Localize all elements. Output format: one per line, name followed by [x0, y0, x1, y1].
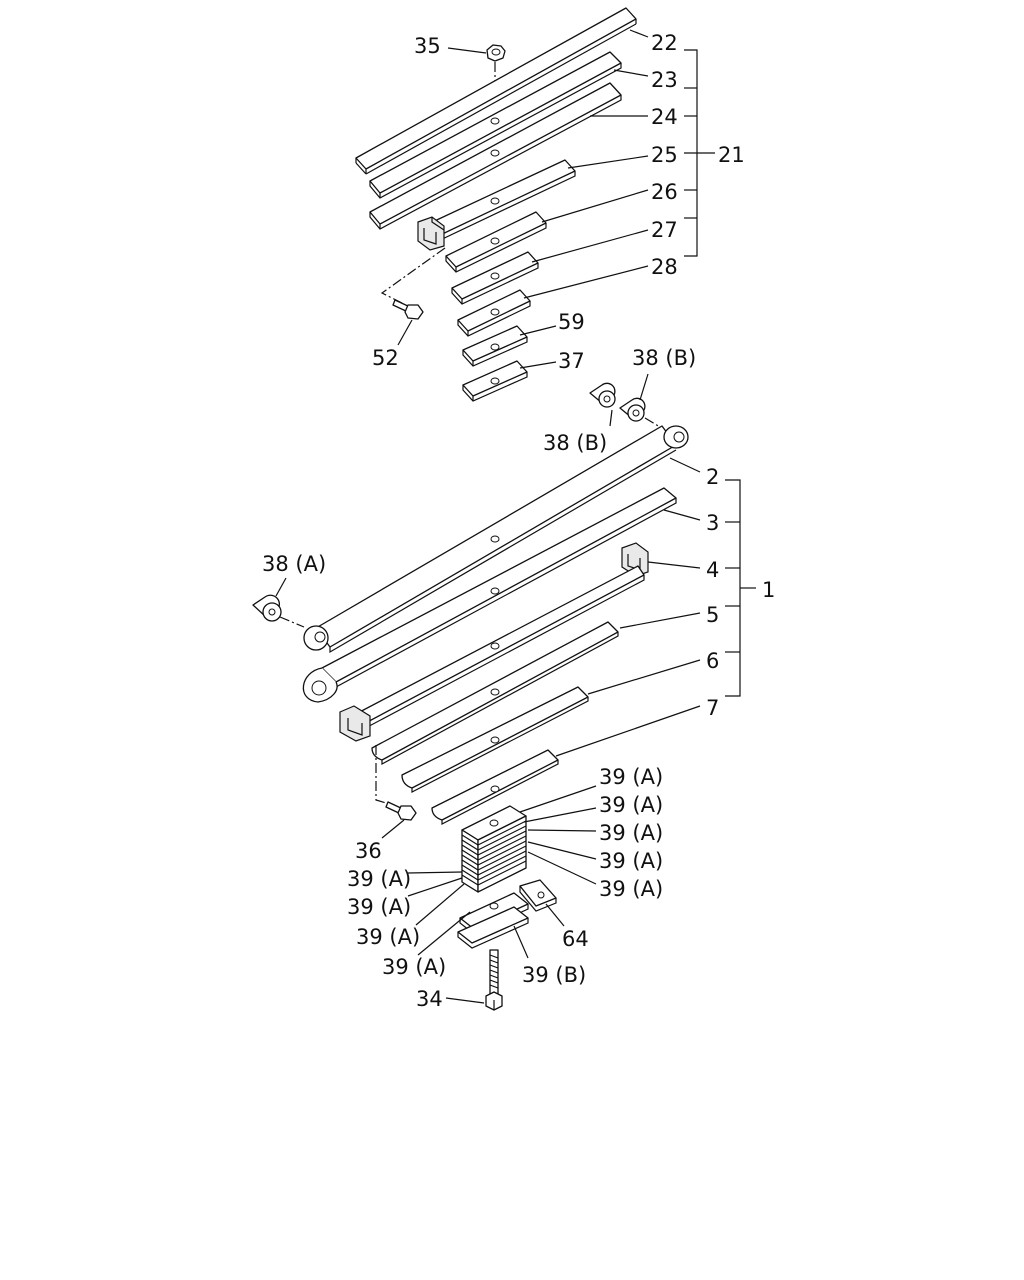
callout-4: 4: [706, 558, 719, 582]
part-24-leaf: [369, 82, 622, 230]
part-6-leaf: [371, 621, 619, 766]
callout-39a-right-4: 39 (A): [599, 849, 663, 873]
part-38b-bushing-right: [619, 397, 661, 428]
part-28-leaf: [457, 289, 531, 337]
callout-21: 21: [718, 143, 745, 167]
part-22-leaf: [355, 7, 637, 175]
callout-34: 34: [416, 987, 443, 1011]
callout-38b-top: 38 (B): [632, 346, 696, 370]
part-36-bolt: [375, 745, 417, 821]
callout-1: 1: [762, 578, 775, 602]
part-2-main-leaf: [303, 425, 689, 654]
callout-39a-right-1: 39 (A): [599, 765, 663, 789]
callout-39a-left-4: 39 (A): [382, 955, 446, 979]
part-7-leaf: [401, 686, 589, 793]
part-3-leaf: [302, 487, 677, 703]
part-59-pad: [462, 325, 528, 367]
part-27-leaf: [451, 251, 539, 305]
callout-23: 23: [651, 68, 678, 92]
callout-labels: 22 23 24 25 26 27 28 21 35 52 59 37 38 (…: [262, 31, 775, 1011]
part-38a-bushing: [252, 594, 305, 628]
part-39b-pad: [457, 906, 529, 949]
callout-36: 36: [355, 839, 382, 863]
callout-59: 59: [558, 310, 585, 334]
main-lower-leaf: [431, 749, 559, 825]
part-52-bolt: [380, 247, 446, 320]
callout-3: 3: [706, 511, 719, 535]
callout-39a-left-2: 39 (A): [347, 895, 411, 919]
callout-39a-left-3: 39 (A): [356, 925, 420, 949]
callout-38a: 38 (A): [262, 552, 326, 576]
part-64-bracket: [519, 879, 557, 912]
callout-7: 7: [706, 696, 719, 720]
callout-64: 64: [562, 927, 589, 951]
callout-39a-left-1: 39 (A): [347, 867, 411, 891]
callout-5: 5: [706, 603, 719, 627]
upper-spring-assembly: [355, 7, 637, 402]
main-rebound-clip-left: [339, 705, 371, 742]
callout-6: 6: [706, 649, 719, 673]
callout-38b-left: 38 (B): [543, 431, 607, 455]
callout-2: 2: [706, 465, 719, 489]
part-37-pad: [462, 360, 528, 402]
callout-52: 52: [372, 346, 399, 370]
part-23-leaf: [369, 51, 622, 199]
leader-lines: [275, 29, 756, 1004]
callout-39b: 39 (B): [522, 963, 586, 987]
callout-25: 25: [651, 143, 678, 167]
upper-rebound-clip: [417, 216, 445, 251]
callout-26: 26: [651, 180, 678, 204]
callout-28: 28: [651, 255, 678, 279]
part-26-leaf: [445, 211, 547, 273]
callout-39a-right-5: 39 (A): [599, 877, 663, 901]
part-34-bolt: [485, 949, 503, 1011]
callout-39a-right-3: 39 (A): [599, 821, 663, 845]
callout-27: 27: [651, 218, 678, 242]
callout-39a-right-2: 39 (A): [599, 793, 663, 817]
part-39a-spacer-stack: [461, 805, 527, 893]
main-spring-assembly: [252, 382, 689, 1011]
callout-24: 24: [651, 105, 678, 129]
part-38b-bushing-left: [589, 382, 616, 408]
callout-37: 37: [558, 349, 585, 373]
callout-35: 35: [414, 34, 441, 58]
callout-22: 22: [651, 31, 678, 55]
